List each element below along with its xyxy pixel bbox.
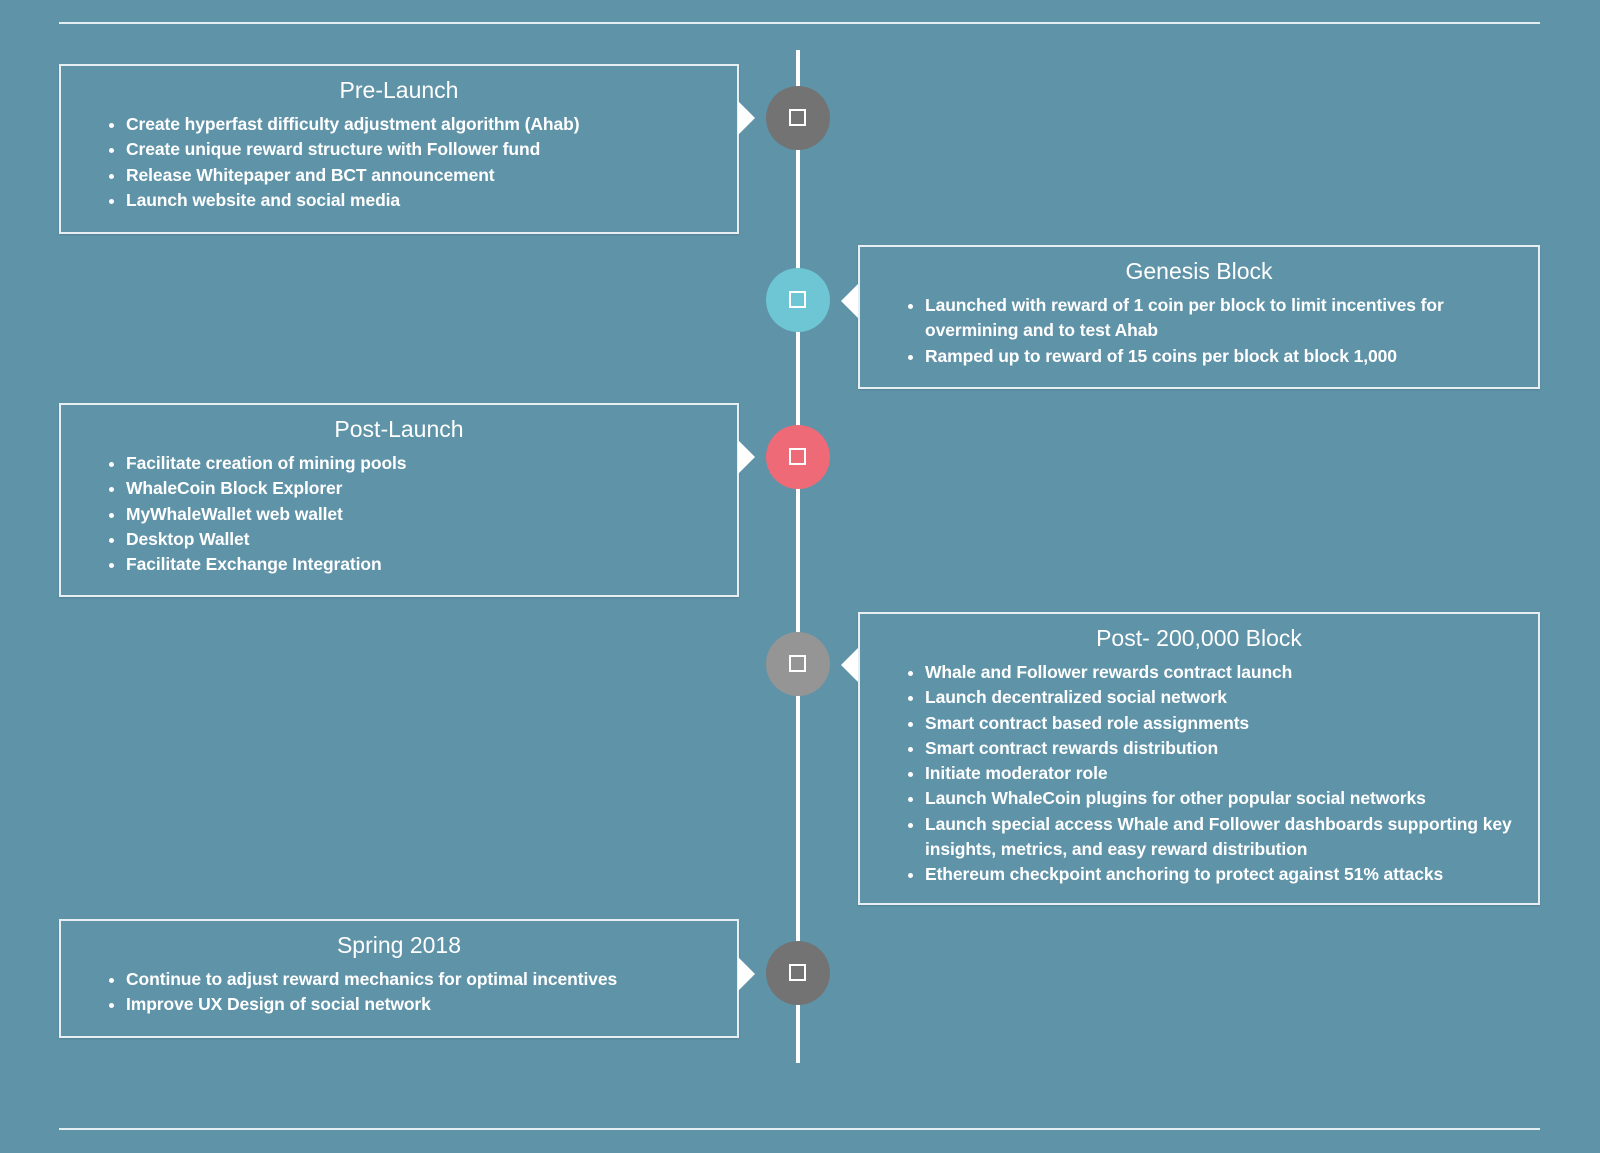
- card-pointer-arrow: [738, 101, 755, 135]
- list-item: Facilitate Exchange Integration: [126, 552, 719, 577]
- list-item: Create hyperfast difficulty adjustment a…: [126, 112, 719, 137]
- list-item: Facilitate creation of mining pools: [126, 451, 719, 476]
- milestone-title: Genesis Block: [1125, 258, 1273, 284]
- milestone-list: Launched with reward of 1 coin per block…: [860, 293, 1538, 369]
- list-item: Launch special access Whale and Follower…: [925, 812, 1520, 863]
- list-item: Desktop Wallet: [126, 527, 719, 552]
- timeline-marker-post-200000-block: [766, 632, 830, 696]
- milestone-list: Continue to adjust reward mechanics for …: [61, 967, 737, 1018]
- timeline-marker-post-launch: [766, 425, 830, 489]
- card-pointer-arrow: [738, 957, 755, 991]
- milestone-card-post-200000-block: Post- 200,000 Block Whale and Follower r…: [858, 612, 1540, 905]
- milestone-title: Spring 2018: [336, 932, 462, 958]
- card-pointer-arrow: [841, 284, 858, 318]
- list-item: Launched with reward of 1 coin per block…: [925, 293, 1520, 344]
- list-item: Ethereum checkpoint anchoring to protect…: [925, 862, 1520, 887]
- milestone-card-spring-2018: Spring 2018 Continue to adjust reward me…: [59, 919, 739, 1038]
- square-icon: [789, 109, 806, 126]
- list-item: WhaleCoin Block Explorer: [126, 476, 719, 501]
- list-item: Smart contract based role assignments: [925, 711, 1520, 736]
- list-item: Launch WhaleCoin plugins for other popul…: [925, 786, 1520, 811]
- milestone-list: Whale and Follower rewards contract laun…: [860, 660, 1538, 888]
- list-item: Release Whitepaper and BCT announcement: [126, 163, 719, 188]
- list-item: Improve UX Design of social network: [126, 992, 719, 1017]
- timeline-marker-genesis-block: [766, 268, 830, 332]
- list-item: Smart contract rewards distribution: [925, 736, 1520, 761]
- milestone-title: Pre-Launch: [339, 77, 459, 103]
- square-icon: [789, 448, 806, 465]
- list-item: Launch website and social media: [126, 188, 719, 213]
- timeline-marker-spring-2018: [766, 941, 830, 1005]
- milestone-title: Post-Launch: [334, 416, 464, 442]
- milestone-card-post-launch: Post-Launch Facilitate creation of minin…: [59, 403, 739, 597]
- list-item: Initiate moderator role: [925, 761, 1520, 786]
- top-divider: [59, 22, 1540, 24]
- list-item: Whale and Follower rewards contract laun…: [925, 660, 1520, 685]
- card-pointer-arrow: [841, 648, 858, 682]
- milestone-list: Create hyperfast difficulty adjustment a…: [61, 112, 737, 213]
- milestone-card-genesis-block: Genesis Block Launched with reward of 1 …: [858, 245, 1540, 389]
- square-icon: [789, 964, 806, 981]
- list-item: Launch decentralized social network: [925, 685, 1520, 710]
- milestone-title: Post- 200,000 Block: [1096, 625, 1302, 651]
- list-item: Ramped up to reward of 15 coins per bloc…: [925, 344, 1520, 369]
- list-item: MyWhaleWallet web wallet: [126, 502, 719, 527]
- list-item: Continue to adjust reward mechanics for …: [126, 967, 719, 992]
- card-pointer-arrow: [738, 440, 755, 474]
- bottom-divider: [59, 1128, 1540, 1130]
- square-icon: [789, 291, 806, 308]
- milestone-card-pre-launch: Pre-Launch Create hyperfast difficulty a…: [59, 64, 739, 234]
- milestone-list: Facilitate creation of mining pools Whal…: [61, 451, 737, 577]
- timeline-line: [796, 50, 800, 1063]
- list-item: Create unique reward structure with Foll…: [126, 137, 719, 162]
- timeline-marker-pre-launch: [766, 86, 830, 150]
- square-icon: [789, 655, 806, 672]
